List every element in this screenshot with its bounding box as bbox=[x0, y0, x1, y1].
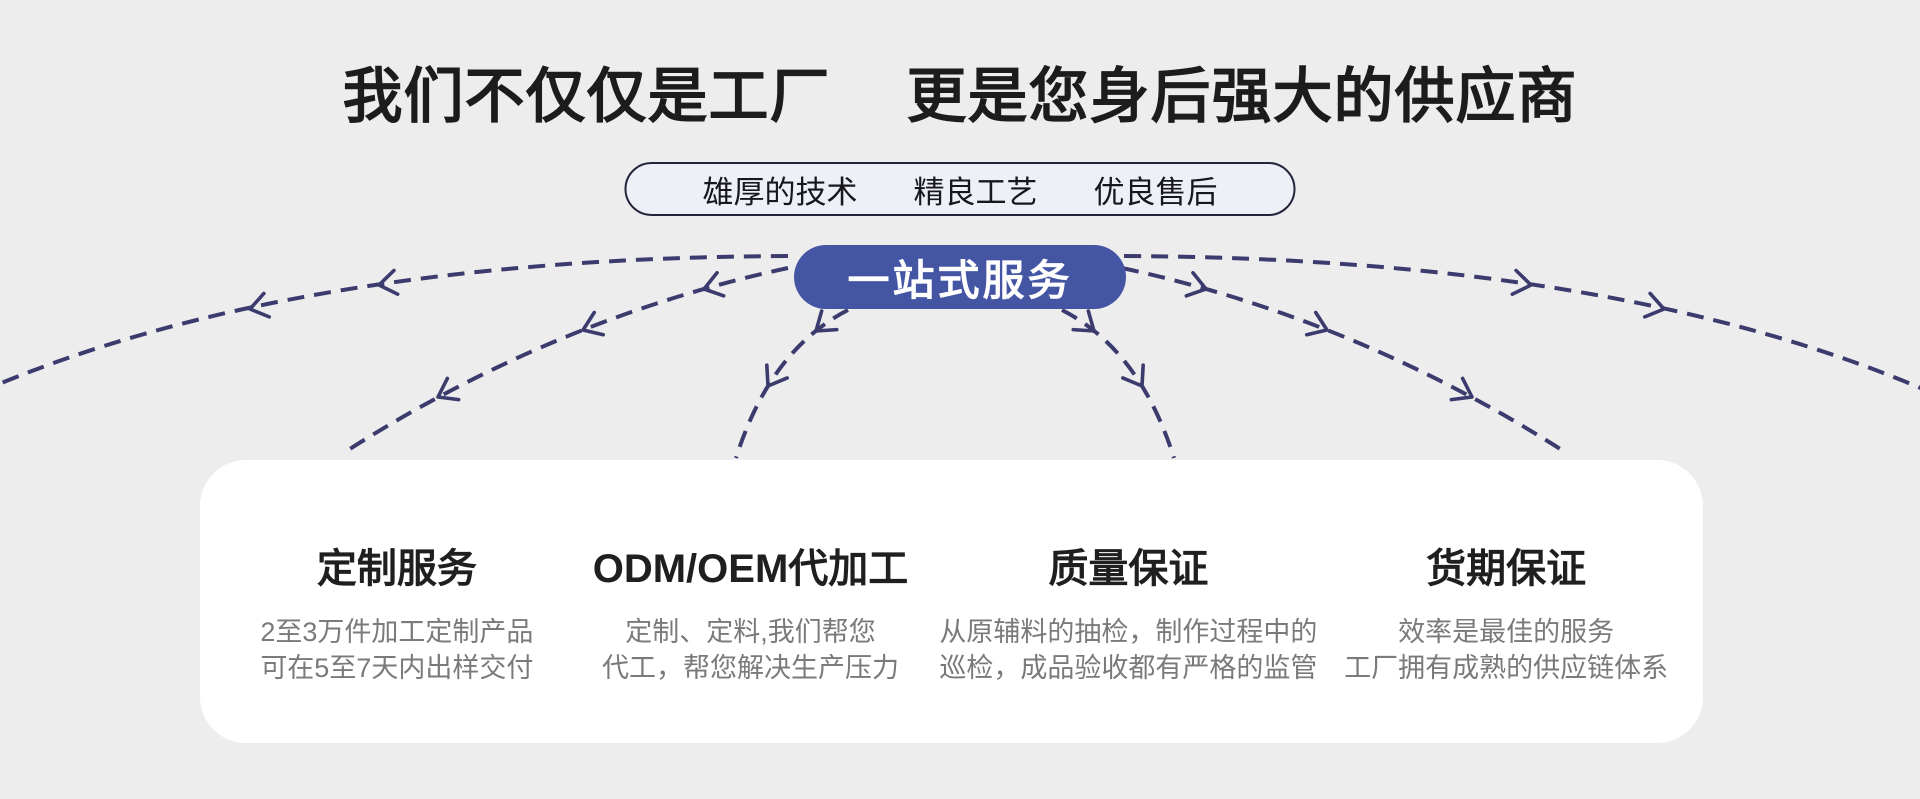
description-line: 从原辅料的抽检，制作过程中的 bbox=[939, 617, 1318, 647]
service-column-title: 货期保证 bbox=[1426, 547, 1587, 591]
service-column-delivery: 货期保证 效率是最佳的服务 工厂拥有成熟的供应链体系 bbox=[1329, 546, 1683, 743]
page-title-part2: 更是您身后强大的供应商 bbox=[906, 63, 1578, 130]
service-column-odm-oem: ODM/OEM代加工 定制、定料,我们帮您 代工，帮您解决生产压力 bbox=[574, 546, 928, 743]
service-column-title: ODM/OEM代加工 bbox=[592, 547, 909, 591]
page-title-part1: 我们不仅仅是工厂 bbox=[342, 63, 831, 130]
service-column-description: 定制、定料,我们帮您 代工，帮您解决生产压力 bbox=[586, 614, 916, 686]
arrow-chevron bbox=[581, 310, 606, 337]
arrow-chevron bbox=[436, 376, 461, 402]
arc-far-right bbox=[1121, 266, 1567, 454]
service-column-description: 2至3万件加工定制产品 可在5至7天内出样交付 bbox=[232, 614, 562, 686]
service-column-title: 定制服务 bbox=[316, 547, 477, 591]
one-stop-service-button[interactable]: 一站式服务 bbox=[794, 245, 1126, 309]
description-line: 定制、定料,我们帮您 bbox=[625, 617, 876, 647]
arrow-chevron bbox=[248, 291, 272, 319]
services-card: 定制服务 2至3万件加工定制产品 可在5至7天内出样交付 ODM/OEM代加工 … bbox=[200, 460, 1703, 743]
arc-outer-left bbox=[0, 254, 789, 386]
features-pill: 雄厚的技术 精良工艺 优良售后 bbox=[624, 162, 1296, 216]
arrow-chevron bbox=[1121, 363, 1145, 388]
arrow-chevron bbox=[1184, 270, 1208, 298]
arc-far-left bbox=[343, 266, 789, 454]
service-column-description: 从原辅料的抽检，制作过程中的 巡检，成品验收都有严格的监管 bbox=[939, 614, 1317, 686]
feature-technology: 雄厚的技术 bbox=[702, 174, 858, 210]
feature-craft: 精良工艺 bbox=[913, 174, 1038, 210]
arrow-chevron bbox=[765, 363, 789, 388]
arrow-chevron bbox=[1642, 291, 1666, 319]
arc-mid-left bbox=[734, 308, 849, 459]
arc-outer-right bbox=[1123, 254, 1920, 390]
arrow-chevron bbox=[1304, 310, 1329, 337]
description-line: 巡检，成品验收都有严格的监管 bbox=[939, 653, 1318, 683]
description-line: 2至3万件加工定制产品 bbox=[260, 617, 534, 647]
arc-mid-right bbox=[1061, 308, 1176, 459]
page-title: 我们不仅仅是工厂 更是您身后强大的供应商 bbox=[0, 48, 1920, 135]
arrow-chevron bbox=[377, 268, 400, 296]
description-line: 可在5至7天内出样交付 bbox=[260, 653, 534, 683]
service-column-title: 质量保证 bbox=[1048, 547, 1209, 591]
arrow-chevron bbox=[814, 309, 839, 333]
arrow-chevron bbox=[1449, 376, 1474, 402]
service-column-description: 效率是最佳的服务 工厂拥有成熟的供应链体系 bbox=[1341, 614, 1671, 686]
service-column-quality: 质量保证 从原辅料的抽检，制作过程中的 巡检，成品验收都有严格的监管 bbox=[927, 546, 1329, 743]
arrow-chevron bbox=[1510, 268, 1533, 296]
service-column-custom: 定制服务 2至3万件加工定制产品 可在5至7天内出样交付 bbox=[220, 546, 574, 743]
feature-aftersales: 优良售后 bbox=[1093, 174, 1218, 210]
description-line: 代工，帮您解决生产压力 bbox=[602, 653, 899, 683]
arrow-chevron bbox=[702, 270, 726, 298]
arrow-chevron bbox=[1071, 309, 1096, 333]
description-line: 效率是最佳的服务 bbox=[1398, 617, 1615, 647]
description-line: 工厂拥有成熟的供应链体系 bbox=[1344, 653, 1669, 683]
